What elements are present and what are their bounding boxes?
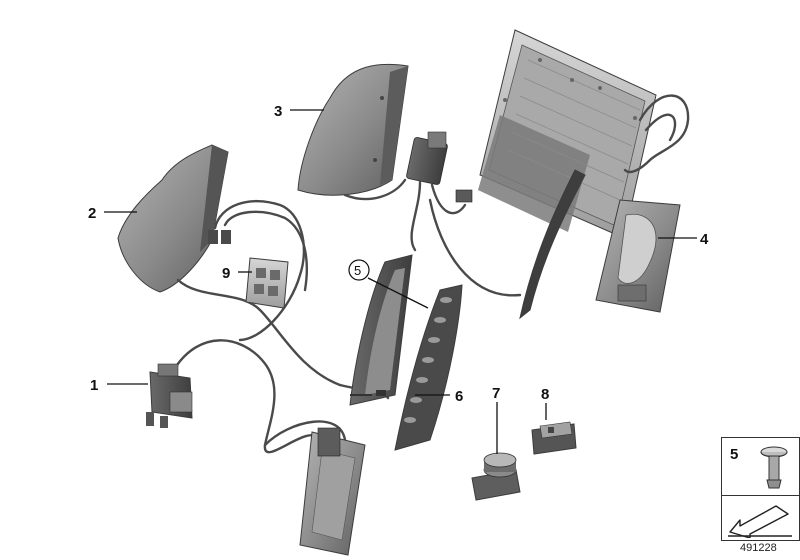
callout-5-circle [348, 259, 370, 281]
diagram-number: 491228 [740, 542, 777, 554]
callout-2: 2 [88, 205, 96, 222]
callout-5: 5 [354, 263, 361, 278]
callout-8: 8 [541, 386, 549, 403]
part-7-rotary-switch [471, 452, 521, 501]
callout-9: 9 [222, 265, 230, 282]
callout-6: 6 [455, 388, 463, 405]
part-4-heating-mat [478, 29, 690, 320]
leader-5 [367, 277, 429, 309]
part-3-side-trim [297, 63, 522, 297]
part-lumbar-unit [263, 420, 366, 556]
part-9-bracket [245, 257, 289, 309]
callout-4: 4 [700, 231, 709, 248]
callout-1: 1 [90, 377, 98, 394]
callout-7: 7 [492, 385, 500, 402]
callout-3: 3 [274, 103, 282, 120]
legend-divider [722, 495, 799, 496]
legend-box: 5 [721, 437, 800, 541]
arrow-icon [728, 505, 792, 538]
part-2-side-panel [117, 144, 390, 400]
part-6-lumbar-pad [394, 284, 463, 451]
part-8-switch [531, 421, 577, 455]
legend-number: 5 [730, 446, 739, 463]
part-1-control-unit [146, 339, 322, 454]
rivet-icon [760, 446, 788, 489]
